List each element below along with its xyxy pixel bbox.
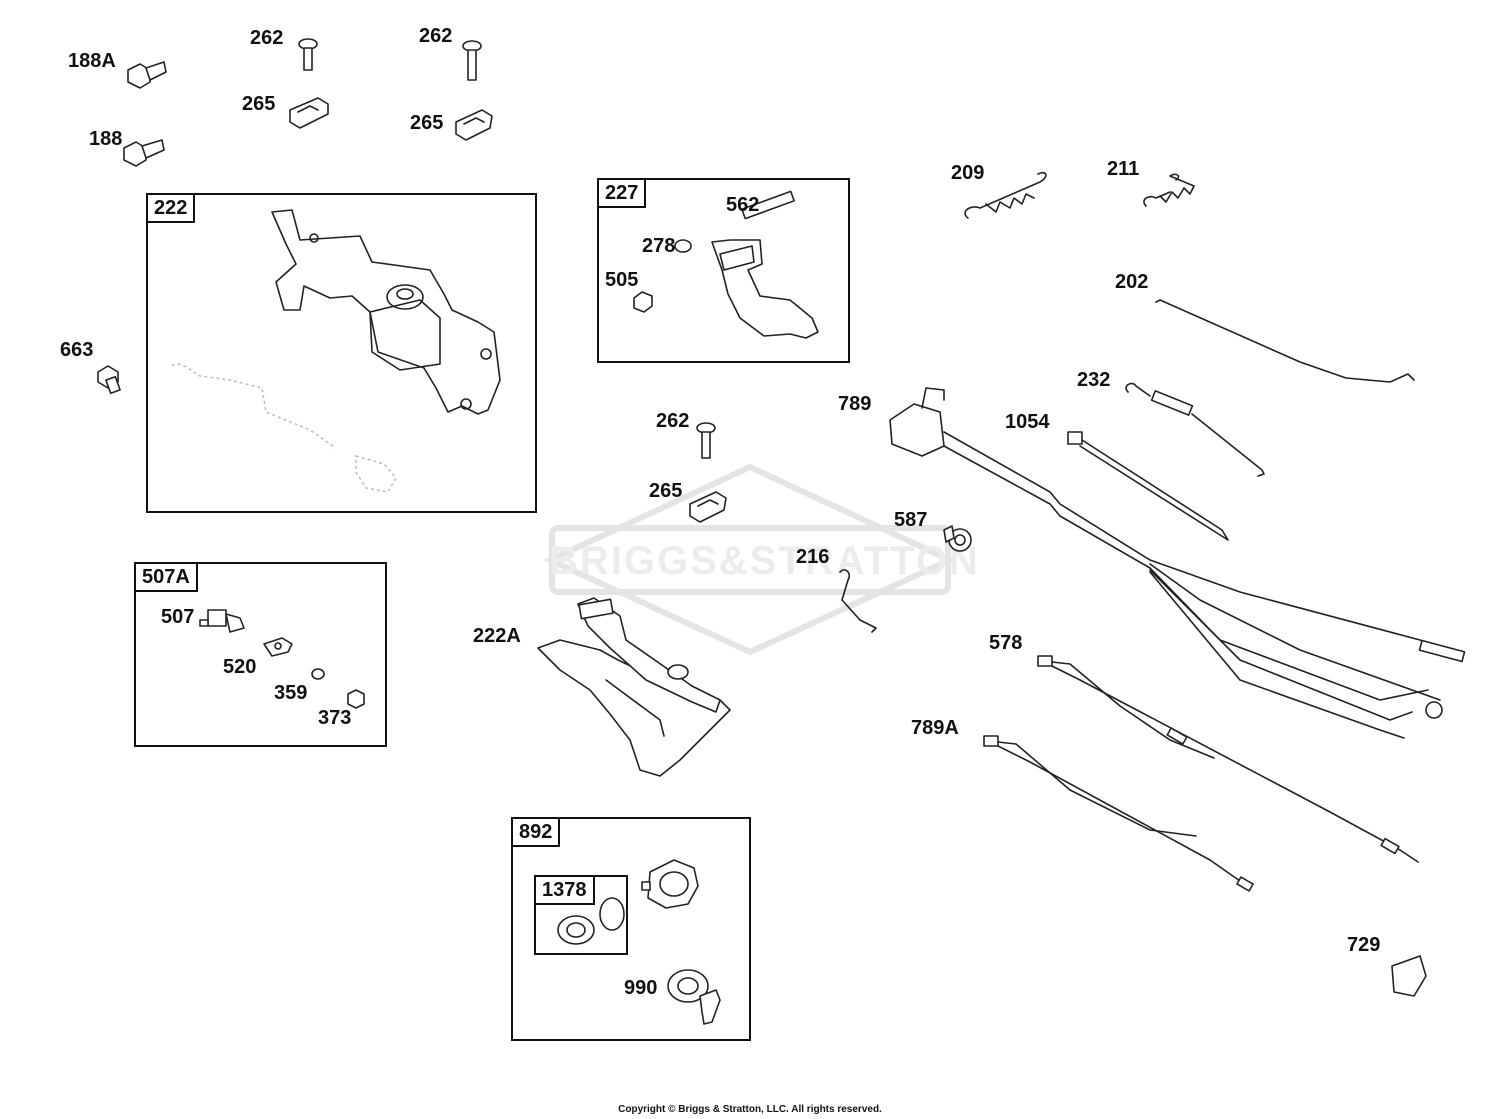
part-label-265: 265: [242, 93, 276, 115]
assembly-box-label: 507A: [134, 562, 198, 592]
assembly-box-892: 892: [511, 817, 751, 1041]
screw-663-icon: [97, 365, 121, 395]
part-label-505: 505: [605, 269, 639, 291]
bolt-262-c-icon: [696, 422, 716, 459]
part-label-262: 262: [250, 27, 284, 49]
part-label-188a: 188A: [68, 50, 116, 72]
part-label-262: 262: [419, 25, 453, 47]
part-label-211: 211: [1107, 158, 1140, 180]
part-label-262: 262: [656, 410, 690, 432]
harness-789-icon: [889, 387, 1466, 739]
part-label-222a: 222A: [473, 625, 521, 647]
bracket-222-icon: [171, 209, 501, 493]
part-label-188: 188: [89, 128, 123, 150]
part-label-789: 789: [838, 393, 872, 415]
part-label-507: 507: [161, 606, 195, 628]
lock-washer-icon: [599, 897, 625, 931]
part-label-520: 520: [223, 656, 257, 678]
spring-211-icon: [1143, 173, 1195, 207]
part-label-216: 216: [796, 546, 830, 568]
part-label-278: 278: [642, 235, 676, 257]
assembly-box-507a: 507A: [134, 562, 387, 747]
part-label-578: 578: [989, 632, 1023, 654]
part-label-562: 562: [726, 194, 760, 216]
watermark-text: BRIGGS&STRATTON: [549, 539, 980, 583]
part-label-990: 990: [624, 977, 658, 999]
assembly-box-222: 222: [146, 193, 537, 513]
ignition-switch-icon: [641, 859, 699, 909]
part-label-359: 359: [274, 682, 308, 704]
terminal-520-icon: [263, 637, 293, 657]
part-label-202: 202: [1115, 271, 1149, 293]
part-label-729: 729: [1347, 934, 1381, 956]
washer-359-icon: [311, 668, 325, 680]
clamp-587-icon: [943, 525, 972, 552]
rod-216-icon: [839, 569, 877, 633]
wire-578-icon: [1037, 655, 1419, 863]
nut-373-icon: [347, 689, 365, 709]
bolt-188-icon: [123, 139, 165, 167]
assembly-box-1378: 1378: [534, 875, 628, 955]
part-label-789a: 789A: [911, 717, 959, 739]
assembly-box-label: 892: [511, 817, 561, 847]
bolt-262-a-icon: [298, 38, 318, 71]
key-990-icon: [667, 969, 721, 1025]
assembly-box-label: 1378: [534, 875, 595, 905]
bolt-262-b-icon: [462, 40, 482, 81]
wire-789a-icon: [983, 735, 1254, 892]
assembly-box-227: 227: [597, 178, 850, 363]
part-label-373: 373: [318, 707, 352, 729]
spring-209-icon: [964, 171, 1047, 219]
part-label-265: 265: [410, 112, 444, 134]
nut-1378-icon: [557, 915, 595, 945]
assembly-box-label: 227: [597, 178, 647, 208]
rod-202-icon: [1155, 299, 1415, 383]
clip-265-c-icon: [689, 491, 727, 523]
part-label-663: 663: [60, 339, 94, 361]
control-plate-222a-icon: [537, 597, 731, 777]
part-label-209: 209: [951, 162, 985, 184]
bolt-188a-icon: [127, 61, 167, 89]
spring-232-icon: [1125, 382, 1265, 477]
part-label-232: 232: [1077, 369, 1111, 391]
part-label-265: 265: [649, 480, 683, 502]
part-label-1054: 1054: [1005, 411, 1050, 433]
cable-tie-1054-icon: [1067, 431, 1229, 541]
bracket-227-icon: [633, 190, 819, 339]
copyright-notice: Copyright © Briggs & Stratton, LLC. All …: [618, 1104, 882, 1115]
cap-729-icon: [1391, 955, 1427, 997]
switch-507-icon: [199, 609, 245, 633]
assembly-box-label: 222: [146, 193, 196, 223]
clip-265-a-icon: [289, 97, 329, 129]
clip-265-b-icon: [455, 109, 493, 141]
part-label-587: 587: [894, 509, 928, 531]
